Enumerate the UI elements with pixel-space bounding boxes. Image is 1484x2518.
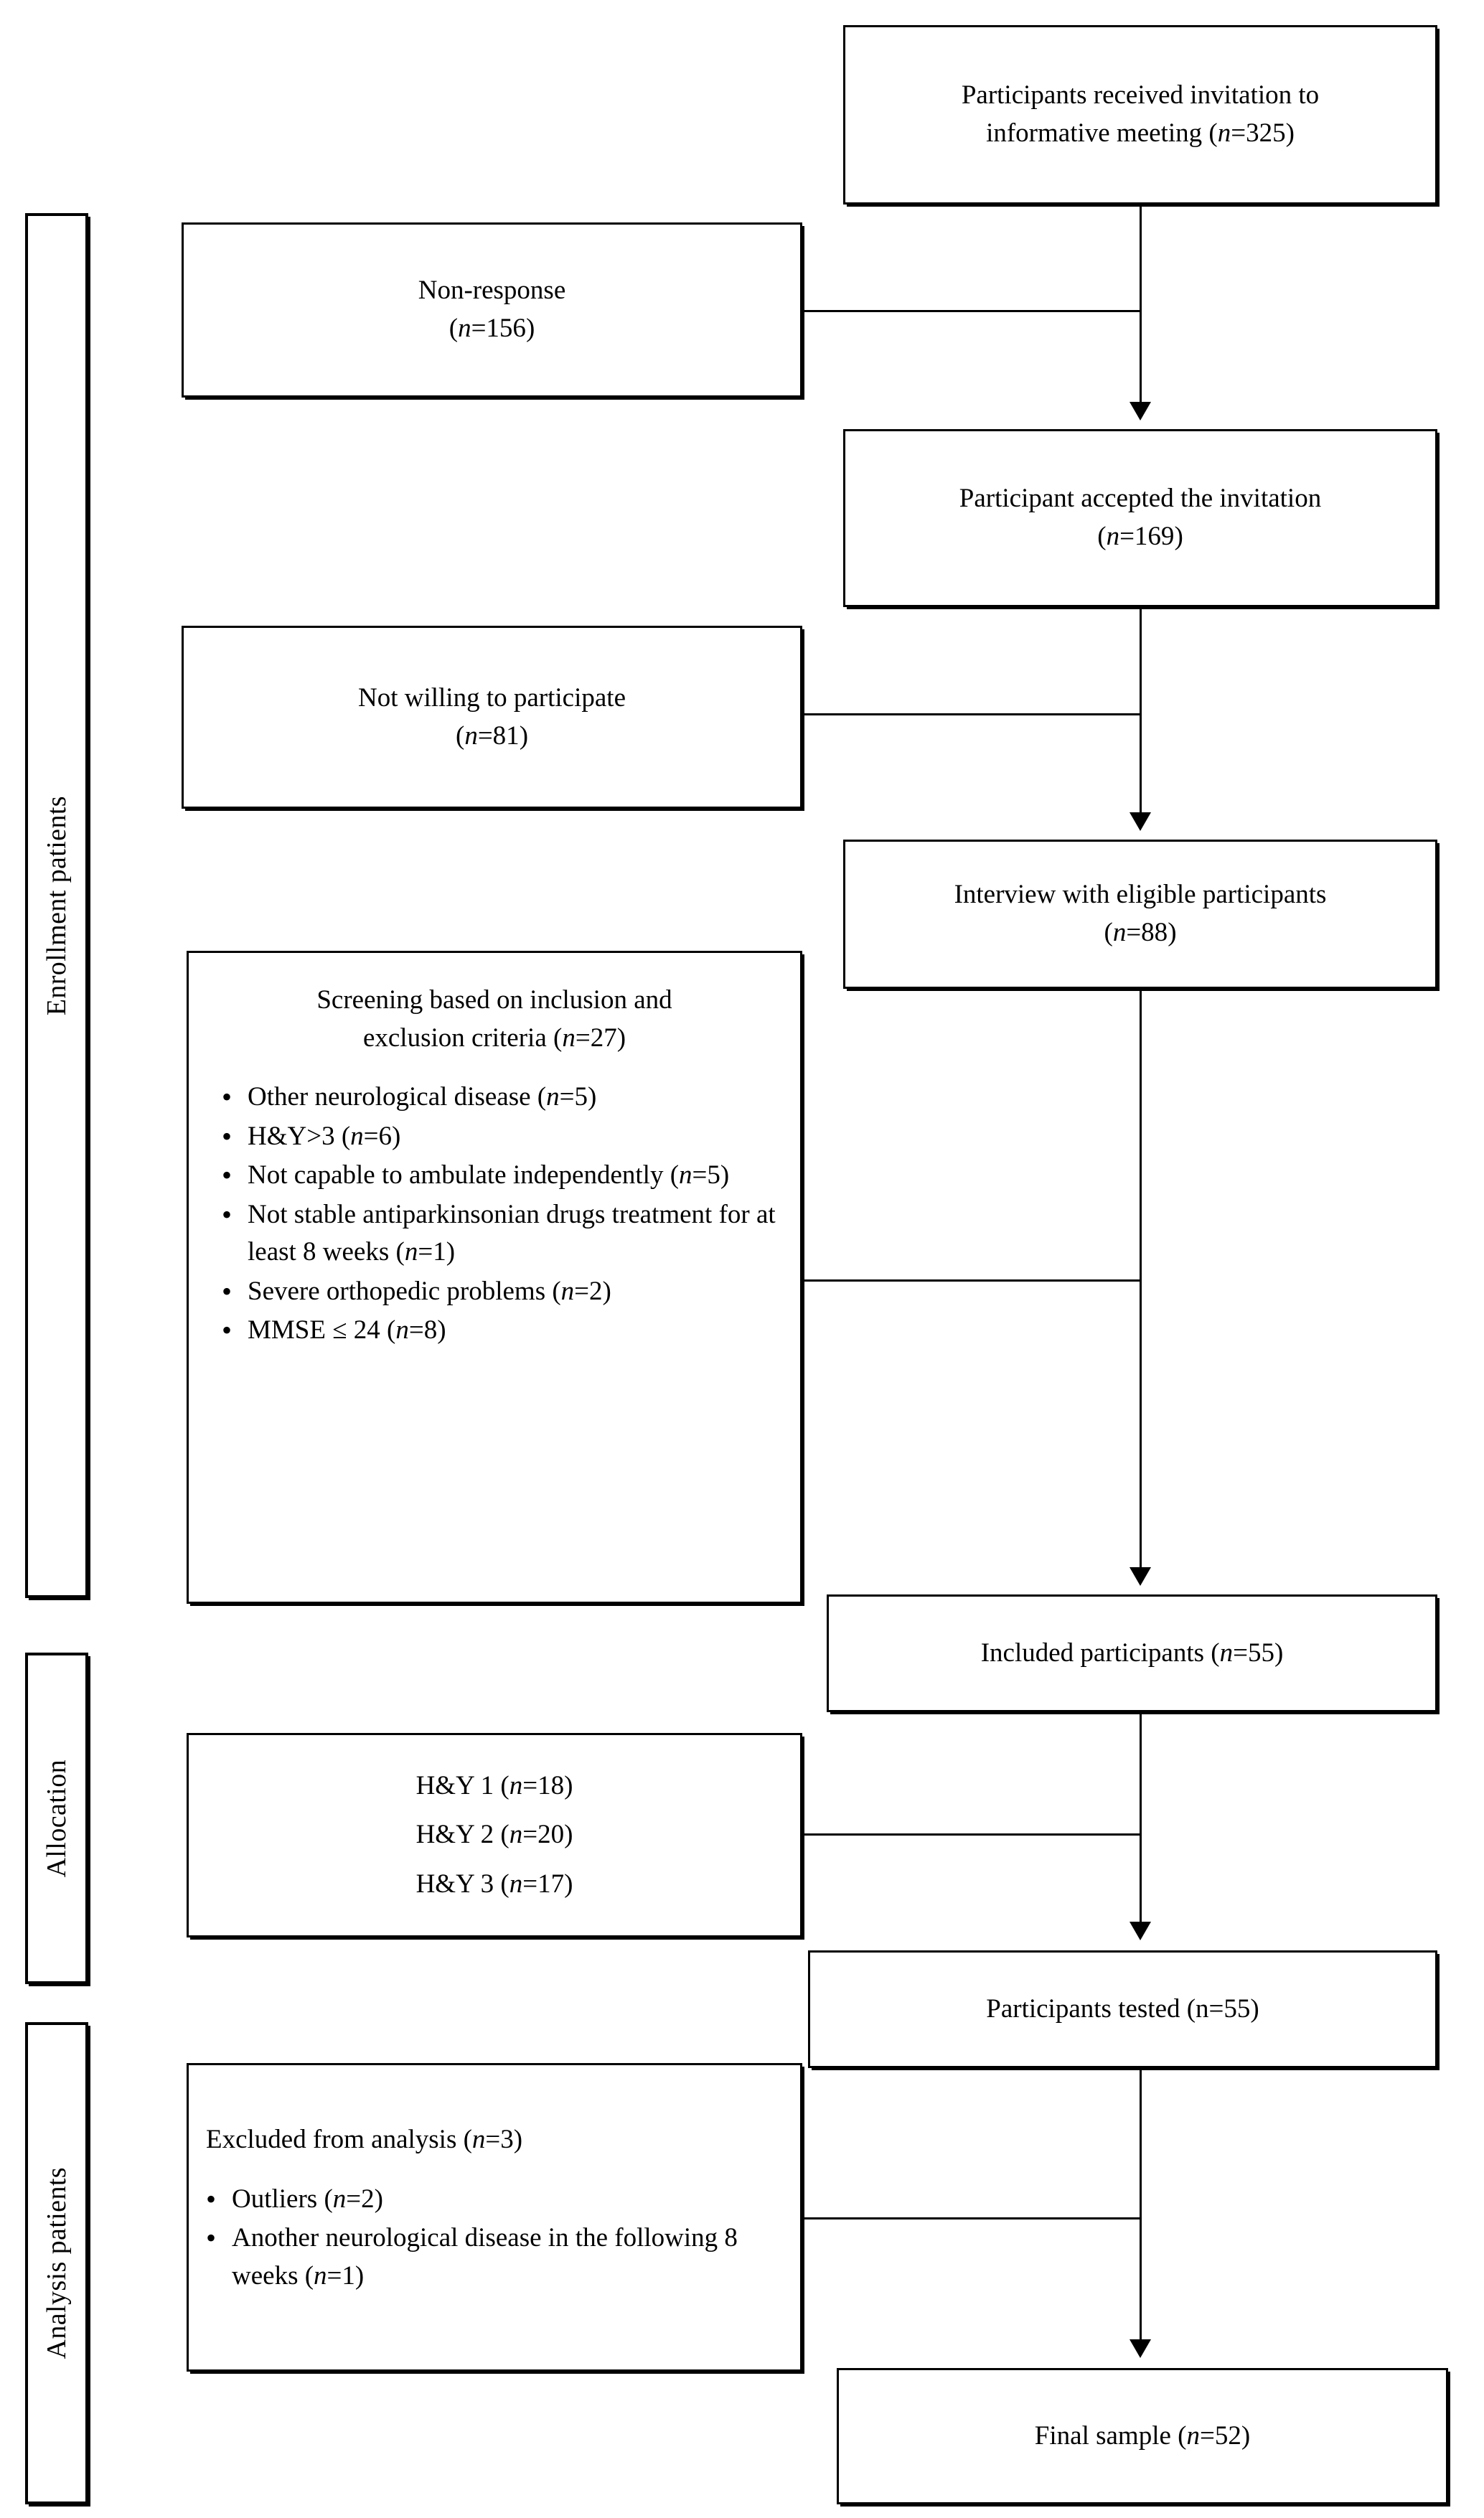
hy-row-2: H&Y 2 (n=20)	[415, 1820, 573, 1850]
screening-header-line2: exclusion criteria (n=27)	[362, 1023, 626, 1053]
excluded-header: Excluded from analysis (n=3)	[206, 2125, 523, 2154]
node-interview-line1: Interview with eligible participants	[954, 880, 1327, 910]
node-interview-eligible: Interview with eligible participants (n=…	[843, 840, 1437, 989]
node-interview-line2: (n=88)	[1104, 918, 1177, 947]
node-screening-criteria: Screening based on inclusion and exclusi…	[187, 951, 802, 1604]
arrowhead-to-final	[1130, 2339, 1151, 2358]
connector-non-response-branch	[801, 310, 1141, 312]
connector-accepted-to-interview	[1140, 607, 1142, 815]
stage-bracket-enrollment: Enrollment patients	[25, 213, 88, 1598]
stage-label-analysis: Analysis patients	[42, 2167, 72, 2359]
node-non-response-line1: Non-response	[418, 276, 566, 306]
connector-tested-to-final	[1140, 2068, 1142, 2342]
connector-hy-branch	[801, 1833, 1141, 1836]
list-item: Severe orthopedic problems (n=2)	[222, 1272, 800, 1312]
node-invitation-accepted: Participant accepted the invitation (n=1…	[843, 429, 1437, 607]
node-non-response: Non-response (n=156)	[182, 222, 802, 398]
screening-header-line1: Screening based on inclusion and	[316, 985, 672, 1015]
node-hy-allocation: H&Y 1 (n=18) H&Y 2 (n=20) H&Y 3 (n=17)	[187, 1733, 802, 1937]
connector-invited-to-accepted	[1140, 205, 1142, 405]
node-included-participants: Included participants (n=55)	[827, 1594, 1437, 1712]
node-excluded-from-analysis: Excluded from analysis (n=3) Outliers (n…	[187, 2063, 802, 2372]
node-final-text: Final sample (n=52)	[1034, 2420, 1251, 2451]
screening-bullet-list: Other neurological disease (n=5) H&Y>3 (…	[189, 1077, 800, 1351]
excluded-bullet-list: Outliers (n=2) Another neurological dise…	[189, 2179, 800, 2297]
arrowhead-to-accepted	[1130, 402, 1151, 421]
node-final-sample: Final sample (n=52)	[837, 2368, 1448, 2504]
arrowhead-to-included	[1130, 1567, 1151, 1586]
connector-not-willing-branch	[801, 713, 1141, 715]
node-not-willing: Not willing to participate (n=81)	[182, 626, 802, 809]
hy-row-3: H&Y 3 (n=17)	[415, 1869, 573, 1899]
stage-bracket-allocation: Allocation	[25, 1653, 88, 1984]
node-tested-text: Participants tested (n=55)	[986, 1993, 1259, 2024]
stage-bracket-analysis: Analysis patients	[25, 2022, 88, 2504]
arrowhead-to-tested	[1130, 1922, 1151, 1940]
list-item: Other neurological disease (n=5)	[222, 1077, 800, 1117]
node-invitation-line2: informative meeting (n=325)	[986, 118, 1295, 148]
stage-label-enrollment: Enrollment patients	[42, 795, 72, 1016]
connector-screening-branch	[801, 1279, 1141, 1282]
node-accepted-line2: (n=169)	[1097, 522, 1183, 551]
node-accepted-line1: Participant accepted the invitation	[959, 484, 1322, 514]
node-invitation-received: Participants received invitation to info…	[843, 25, 1437, 205]
node-not-willing-line1: Not willing to participate	[358, 682, 626, 713]
node-invitation-line1: Participants received invitation to	[961, 80, 1320, 111]
node-participants-tested: Participants tested (n=55)	[808, 1950, 1437, 2068]
list-item: Not capable to ambulate independently (n…	[222, 1155, 800, 1195]
node-included-text: Included participants (n=55)	[980, 1638, 1284, 1668]
connector-included-to-tested	[1140, 1712, 1142, 1925]
arrowhead-to-interview	[1130, 812, 1151, 831]
list-item: Another neurological disease in the foll…	[206, 2218, 800, 2295]
list-item: MMSE ≤ 24 (n=8)	[222, 1310, 800, 1350]
node-not-willing-line2: (n=81)	[455, 720, 529, 751]
connector-excluded-branch	[801, 2217, 1141, 2219]
hy-row-1: H&Y 1 (n=18)	[415, 1770, 573, 1800]
list-item: Outliers (n=2)	[206, 2179, 800, 2219]
list-item: Not stable antiparkinsonian drugs treatm…	[222, 1195, 800, 1272]
list-item: H&Y>3 (n=6)	[222, 1117, 800, 1157]
stage-label-allocation: Allocation	[42, 1759, 72, 1878]
node-non-response-line2: (n=156)	[449, 314, 535, 343]
